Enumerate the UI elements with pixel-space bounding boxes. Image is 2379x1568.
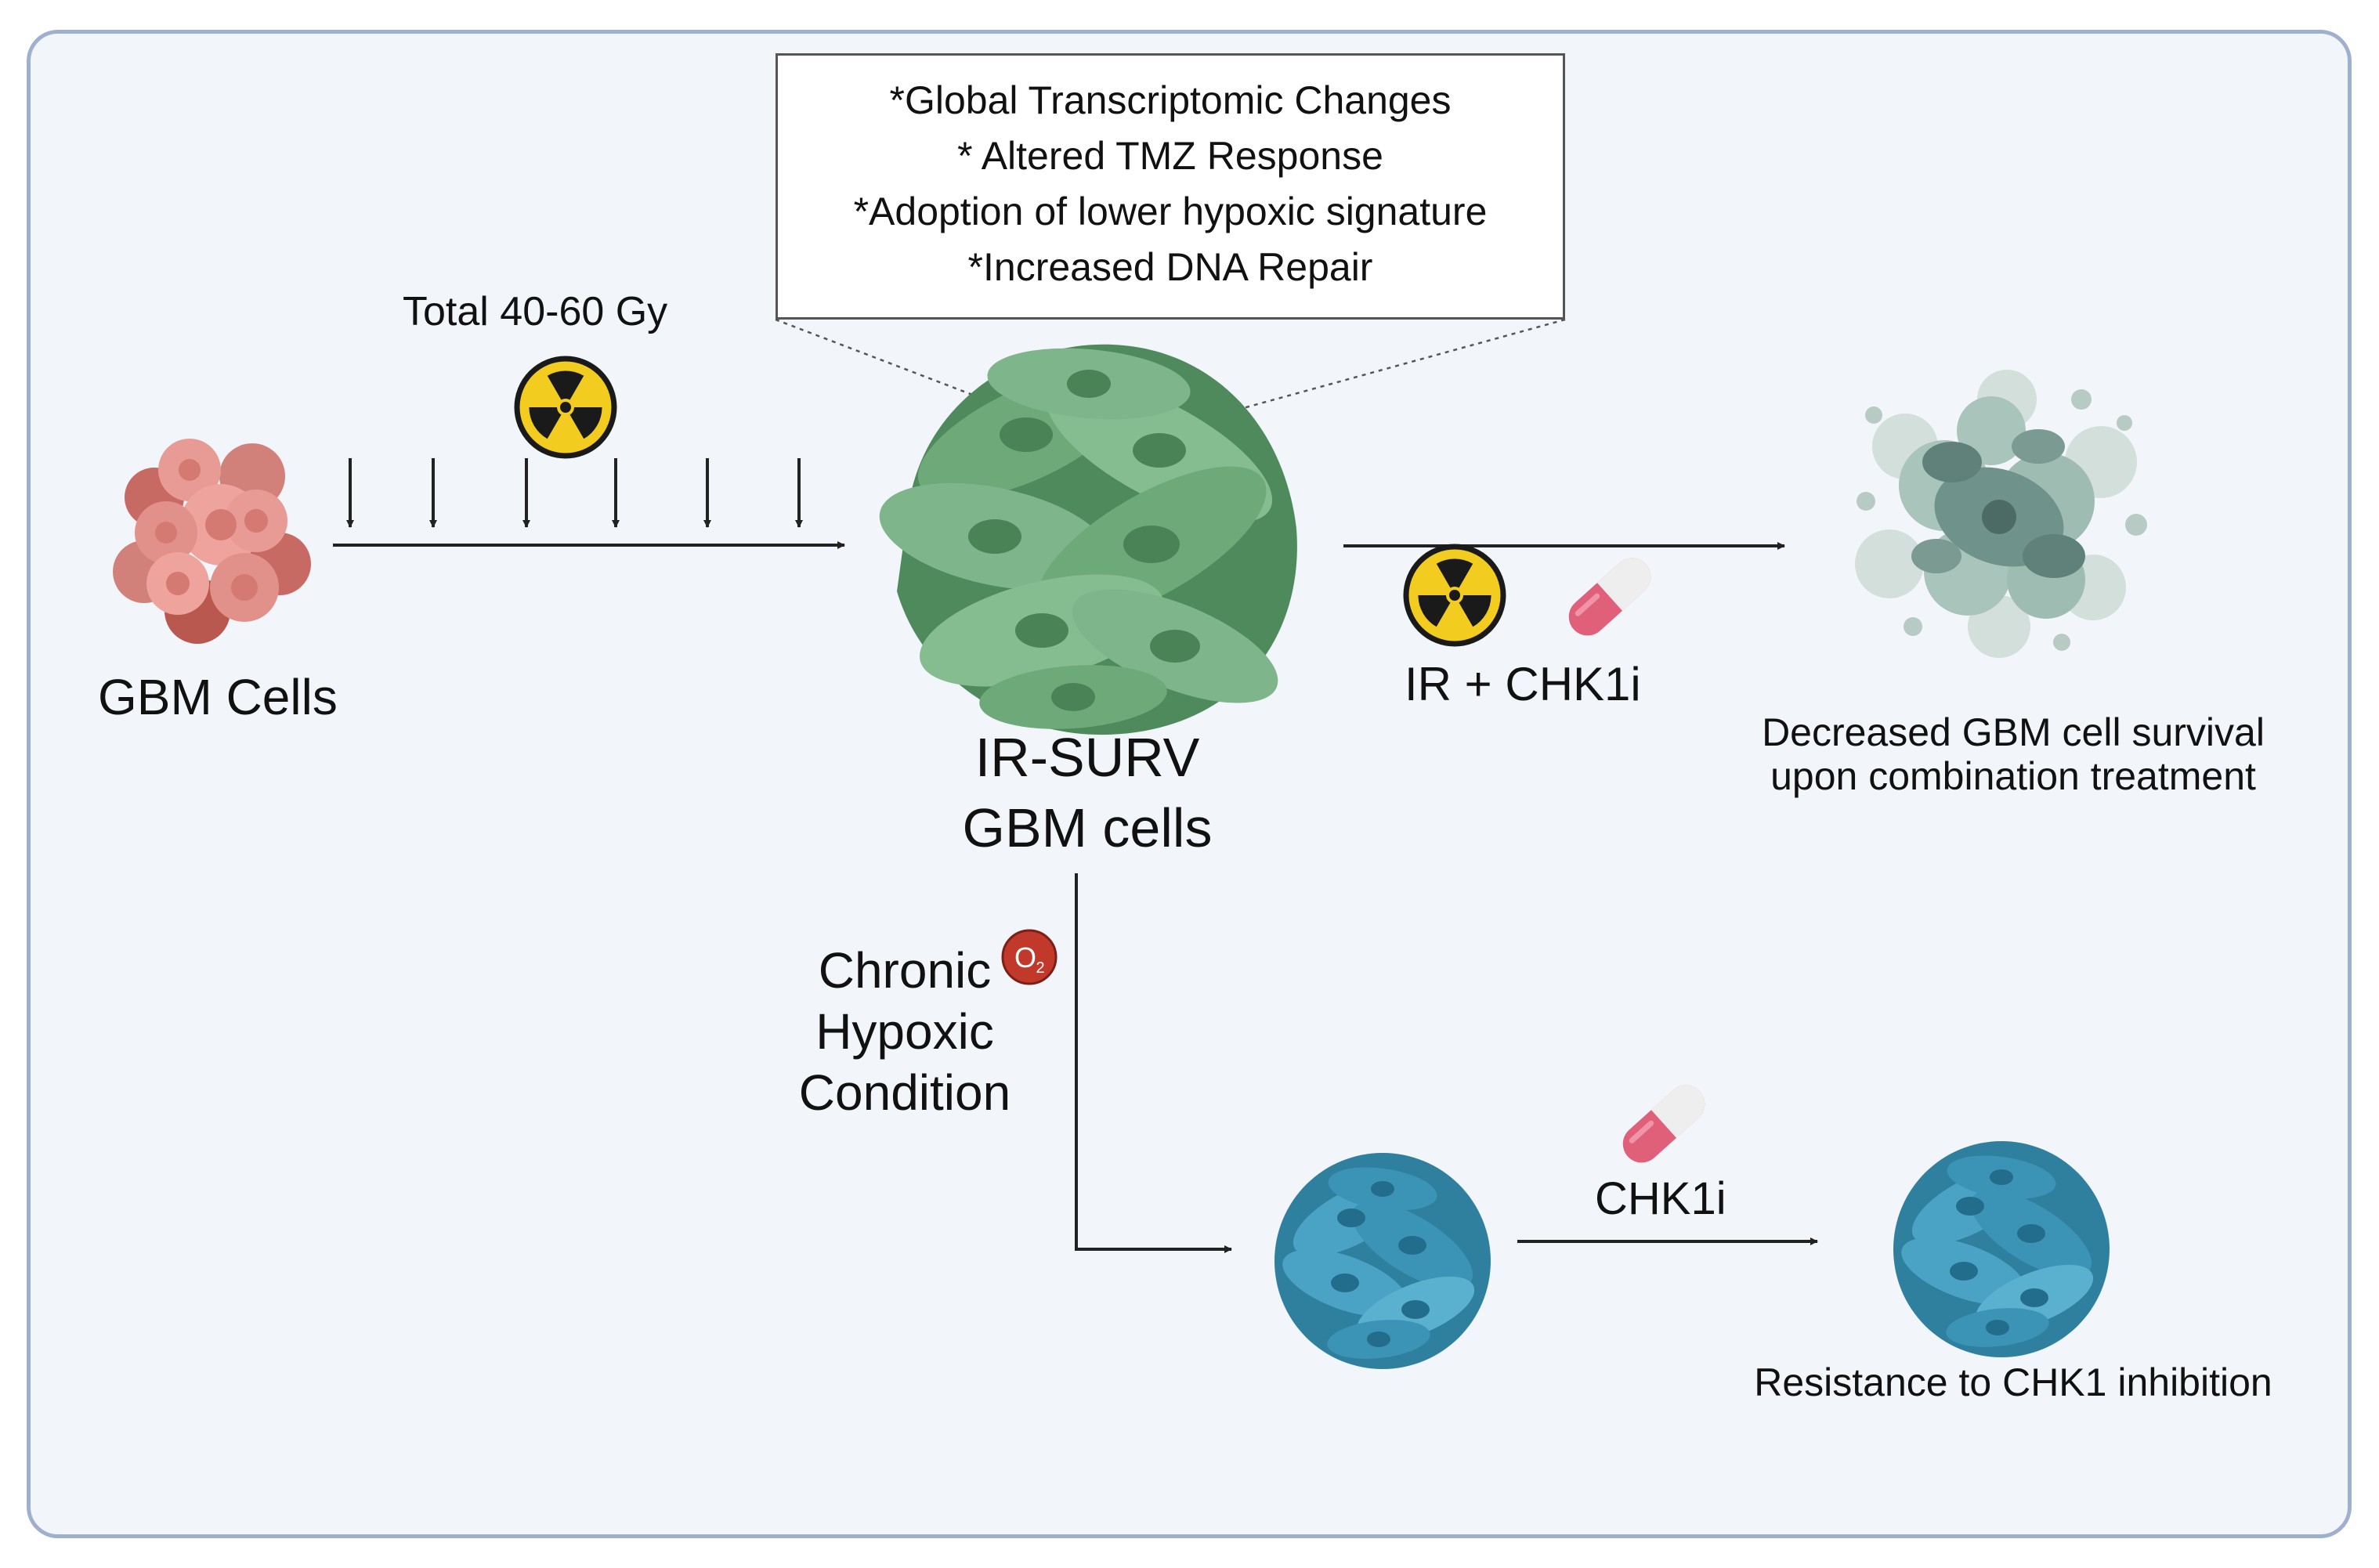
oxygen-molecule-icon: O 2 — [1001, 929, 1058, 985]
chk1i-label: CHK1i — [1595, 1173, 1726, 1224]
callout-line-4: *Increased DNA Repair — [967, 245, 1373, 289]
callout-connector-right — [1080, 318, 1566, 454]
radiation-hazard-icon-combo — [1406, 547, 1503, 644]
decreased-survival-cells-icon — [1855, 370, 2147, 658]
gbm-cells-cluster-icon — [113, 439, 311, 644]
callout-line-1: *Global Transcriptomic Changes — [889, 78, 1452, 122]
resistant-gbm-cells-icon — [1893, 1141, 2110, 1357]
gbm-cells-label: GBM Cells — [98, 669, 338, 725]
combo-treatment-label: IR + CHK1i — [1405, 658, 1641, 710]
pill-capsule-icon-chk1i — [1614, 1077, 1713, 1171]
oxygen-symbol: O — [1014, 941, 1036, 974]
irsurv-label-line-1: IR-SURV — [974, 727, 1200, 788]
callout-line-3: *Adoption of lower hypoxic signature — [853, 190, 1488, 233]
irsurv-changes-callout: *Global Transcriptomic Changes * Altered… — [776, 53, 1565, 320]
arrow-irsurv-to-hypoxic — [1075, 873, 1232, 1253]
oxygen-subscript: 2 — [1036, 959, 1044, 977]
dose-label: Total 40-60 Gy — [403, 289, 668, 334]
irsurv-gbm-cells-icon — [879, 344, 1297, 735]
fractionated-dose-arrows — [346, 458, 803, 528]
irsurv-label-line-2: GBM cells — [962, 797, 1213, 858]
resistance-label: Resistance to CHK1 inhibition — [1754, 1360, 2272, 1404]
outcome-label-line-1: Decreased GBM cell survival — [1762, 710, 2265, 754]
hypoxia-label-line-3: Condition — [798, 1064, 1011, 1121]
outcome-label-line-2: upon combination treatment — [1770, 754, 2256, 798]
hypoxic-gbm-cells-icon — [1274, 1153, 1491, 1369]
hypoxia-label-line-1: Chronic — [818, 942, 992, 999]
pill-capsule-icon-combo — [1560, 550, 1659, 644]
hypoxia-label-line-2: Hypoxic — [815, 1003, 994, 1060]
radiation-hazard-icon — [517, 359, 614, 456]
callout-line-2: * Altered TMZ Response — [957, 134, 1383, 178]
